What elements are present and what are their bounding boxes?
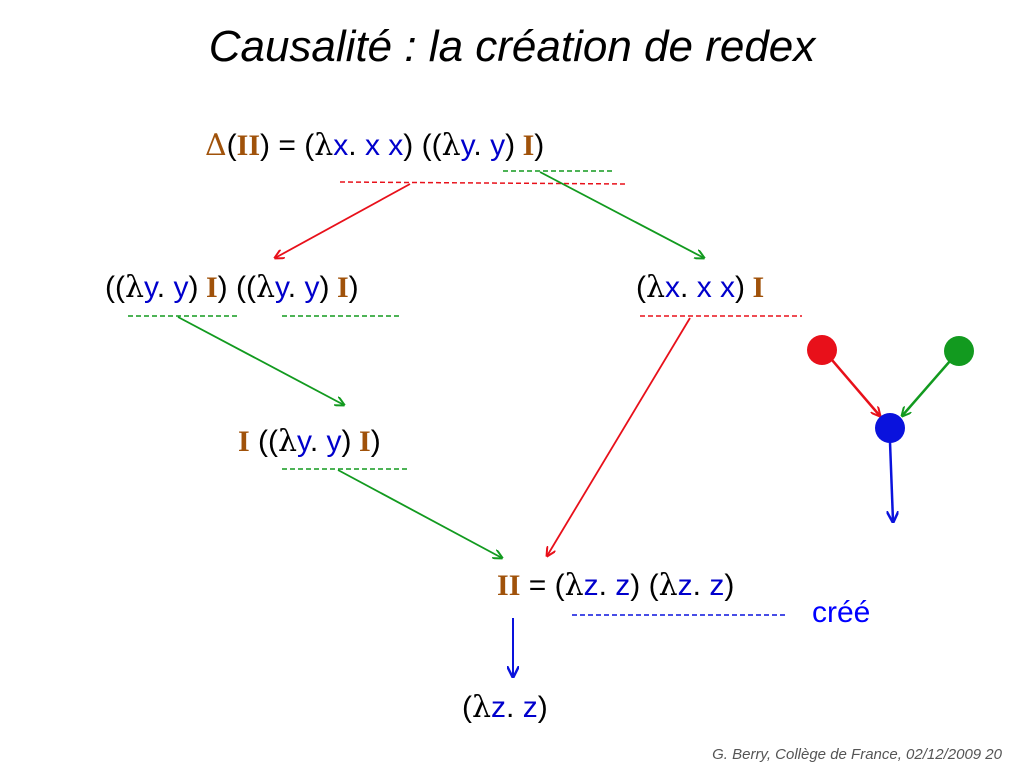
paren: ) <box>319 271 330 304</box>
variable: y <box>173 271 189 304</box>
paren: ) <box>188 271 199 304</box>
combinator-i: I <box>329 271 349 304</box>
variable: x <box>333 129 349 162</box>
blue-node <box>875 413 905 443</box>
combinator-i: I <box>236 129 249 162</box>
variable: y <box>460 129 474 162</box>
reduction-arrow-green <box>177 316 344 405</box>
variable: y <box>297 425 310 458</box>
variable: z <box>583 569 599 602</box>
paren: ) <box>724 569 735 602</box>
variable: y <box>326 425 342 458</box>
variable: z <box>491 691 507 724</box>
lambda-symbol: λ <box>658 568 678 603</box>
paren: ) <box>537 691 548 724</box>
lambda-symbol: λ <box>314 128 334 163</box>
equals-sign: = <box>270 129 305 162</box>
paren: (( <box>105 271 125 304</box>
green-node <box>944 336 974 366</box>
variable: z <box>615 569 631 602</box>
term-bottom: (λz. z) <box>462 690 548 726</box>
causality-arrow-red <box>831 359 880 416</box>
combinator-i: I <box>515 129 535 162</box>
reduction-arrow-green <box>337 469 502 558</box>
paren: ) <box>348 271 359 304</box>
variable: y <box>274 271 288 304</box>
combinator-i: I <box>745 271 765 304</box>
paren: (( <box>249 425 279 458</box>
lambda-symbol: λ <box>646 270 666 305</box>
causality-arrow-green <box>902 360 951 416</box>
combinator-i: I <box>497 569 509 602</box>
reduction-arrow-red <box>275 183 411 258</box>
paren: ) ( <box>630 569 659 602</box>
variable: x x <box>696 271 736 304</box>
combinator-i: I <box>198 271 218 304</box>
variable: z <box>709 569 725 602</box>
dot: . <box>680 271 689 304</box>
paren: ) <box>505 129 516 162</box>
dot: . <box>287 271 297 304</box>
lambda-symbol: λ <box>124 270 144 305</box>
variable: y <box>304 271 320 304</box>
equals-sign: = <box>520 569 555 602</box>
combinator-i: I <box>351 425 371 458</box>
paren: ( <box>226 129 237 162</box>
dot: . <box>309 425 319 458</box>
reduction-arrow-green <box>539 171 704 258</box>
variable: x <box>665 271 681 304</box>
paren: ) <box>370 425 381 458</box>
paren: ) <box>403 129 414 162</box>
dot: . <box>473 129 482 162</box>
dot: . <box>156 271 166 304</box>
term-middle: I ((λy. y) I) <box>238 424 381 460</box>
term-right: (λx. x x) I <box>636 270 764 306</box>
variable: z <box>522 691 538 724</box>
paren: ( <box>636 271 646 304</box>
combinator-i: I <box>238 425 250 458</box>
dot: . <box>598 569 607 602</box>
delta-symbol: Δ <box>205 128 227 163</box>
created-label: créé <box>812 596 871 629</box>
term-left: ((λy. y) I) ((λy. y) I) <box>105 270 359 306</box>
lambda-symbol: λ <box>472 690 492 725</box>
variable: z <box>677 569 693 602</box>
lambda-symbol: λ <box>255 270 275 305</box>
dot: . <box>348 129 357 162</box>
paren: ) <box>735 271 746 304</box>
footer: G. Berry, Collège de France, 02/12/2009 … <box>712 746 1002 763</box>
lambda-symbol: λ <box>278 424 298 459</box>
term-top: Δ(II) = (λx. x x) ((λy. y) I) <box>205 128 544 164</box>
paren: ) <box>534 129 545 162</box>
paren: (( <box>413 129 442 162</box>
combinator-i: I <box>248 129 261 162</box>
paren: ) <box>341 425 352 458</box>
lambda-symbol: λ <box>441 128 461 163</box>
red-node <box>807 335 837 365</box>
paren: ) <box>260 129 271 162</box>
lambda-symbol: λ <box>564 568 584 603</box>
dot: . <box>692 569 701 602</box>
term-ii: II = (λz. z) (λz. z) <box>497 568 734 604</box>
paren: ) (( <box>217 271 256 304</box>
causality-arrow-blue <box>890 441 893 521</box>
combinator-i: I <box>508 569 521 602</box>
dot: . <box>506 691 515 724</box>
paren: ( <box>462 691 472 724</box>
variable: y <box>490 129 506 162</box>
variable: y <box>144 271 157 304</box>
paren: ( <box>554 569 565 602</box>
reduction-arrow-red <box>547 317 691 556</box>
paren: ( <box>304 129 315 162</box>
slide-title: Causalité : la création de redex <box>208 22 816 71</box>
variable: x x <box>364 129 404 162</box>
redex-underline-red <box>339 181 629 185</box>
